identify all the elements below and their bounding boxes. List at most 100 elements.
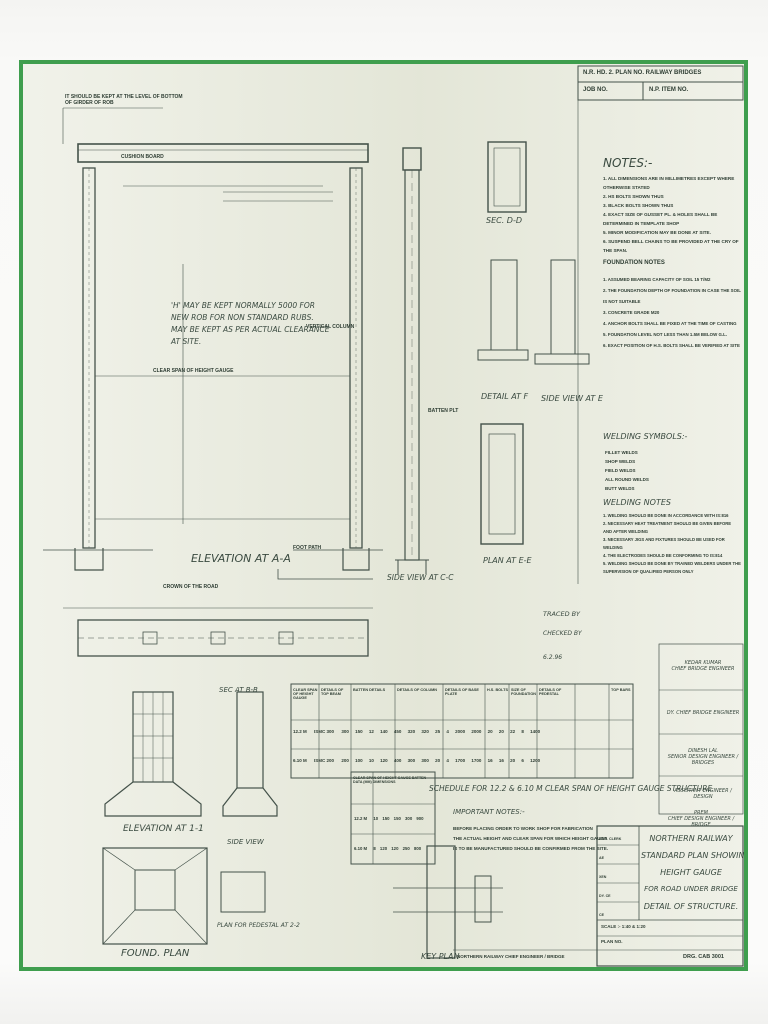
schedule-row: 12.2 M ISMC 300 300 150 12 140 450 320 3…	[293, 729, 540, 734]
welding-symbol-row: FIELD WELDS	[605, 468, 636, 473]
schedule-header: DETAILS OF COLUMN	[397, 688, 438, 692]
stamp-labels: DRG. CLERK AE XEN DY. CE CE	[599, 830, 621, 925]
foundation-note: 6. EXACT POSITION OF H.S. BOLTS SHALL BE…	[603, 343, 740, 348]
welding-symbol-row: SHOP WELDS	[605, 459, 636, 464]
welding-symbol-row: FILLET WELDS	[605, 450, 638, 455]
signature-role: CHIEF DESIGN ENGINEER / BRIDGE	[667, 816, 735, 828]
plan-ee-title: PLAN AT E-E	[483, 556, 532, 565]
job-number: JOB NO.	[583, 87, 608, 93]
schedule-header: DETAILS OF BASE PLATE	[445, 688, 479, 696]
schedule-header: TOP BARS	[611, 688, 631, 692]
detail-f-title: DETAIL AT F	[481, 392, 529, 401]
note-item: 2. HS BOLTS SHOWN THUS	[603, 194, 664, 199]
title-line: HEIGHT GAUGE	[660, 868, 722, 877]
signature-block: PREM CHIEF DESIGN ENGINEER / BRIDGE	[659, 810, 743, 828]
small-table-span: 6.10 M	[354, 846, 368, 851]
drawing-number: DRG. CAB 3001	[683, 954, 724, 960]
stamp-label: AE	[599, 856, 604, 860]
signature-block: DINESH LAL SENIOR DESIGN ENGINEER / BRID…	[665, 748, 741, 766]
schedule-title: SCHEDULE FOR 12.2 & 6.10 M CLEAR SPAN OF…	[429, 784, 713, 793]
welding-note: 1. WELDING SHOULD BE DONE IN ACCORDANCE …	[603, 513, 729, 518]
signature-name: KEDAR KUMAR	[684, 660, 722, 666]
note-item: 6. SUSPEND BELL CHAINS TO BE PROVIDED AT…	[603, 239, 739, 253]
cushion-board-label: CUSHION BOARD	[121, 154, 164, 160]
item-number: N.P. ITEM NO.	[649, 87, 689, 93]
small-table-header: DIMENSIONS	[372, 780, 396, 784]
foundation-note: 4. ANCHOR BOLTS SHALL BE FIXED AT THE TI…	[603, 321, 737, 326]
important-note-line: IS TO BE MANUFACTURED SHOULD BE CONFIRME…	[453, 846, 609, 851]
important-note-line: BEFORE PLACING ORDER TO WORK SHOP FOR FA…	[453, 826, 593, 831]
note-item: 1. ALL DIMENSIONS ARE IN MILLIMETRES EXC…	[603, 176, 735, 190]
welding-note: 5. WELDING SHOULD BE DONE BY TRAINED WEL…	[603, 561, 741, 574]
small-table-span: 12.2 M	[354, 816, 368, 821]
stamp-label: CE	[599, 913, 604, 917]
crown-of-road: CROWN OF THE ROAD	[163, 584, 219, 590]
foundation-note: 2. THE FOUNDATION DEPTH OF FOUNDATION IN…	[603, 288, 741, 304]
signature-name: ASSISTANT ENGINEER / DESIGN	[674, 788, 732, 800]
schedule-beam: ISMC 200	[314, 758, 335, 763]
side-view-e-title: SIDE VIEW AT E	[541, 394, 603, 403]
stamp-label: XEN	[599, 875, 607, 879]
schedule-header: DETAILS OF TOP BEAM	[321, 688, 344, 696]
clear-span-label: CLEAR SPAN OF HEIGHT GAUGE	[153, 368, 234, 374]
side-view-title: SIDE VIEW	[227, 838, 264, 846]
notes-title: NOTES:-	[603, 156, 653, 170]
small-table-cells: 10 150 150 300 900	[373, 816, 424, 821]
welding-note: 2. NECESSARY HEAT TREATMENT SHOULD BE GI…	[603, 521, 732, 534]
engineering-drawing	[43, 65, 744, 967]
drawing-sheet: N.R. HD. 2. PLAN NO. RAILWAY BRIDGES JOB…	[23, 64, 744, 967]
found-plan-title: FOUND. PLAN	[121, 948, 190, 959]
small-table-cells: 8 120 120 250 800	[373, 846, 422, 851]
schedule-cells: 200 100 10 120 400 300 300 20 4 1700 170…	[341, 758, 541, 763]
small-table-header: BATTEN DATA (MM)	[353, 776, 427, 784]
foundation-notes-title: FOUNDATION NOTES	[603, 260, 665, 266]
notes-list: 1. ALL DIMENSIONS ARE IN MILLIMETRES EXC…	[603, 174, 741, 255]
top-left-note: IT SHOULD BE KEPT AT THE LEVEL OF BOTTOM…	[65, 94, 183, 106]
elevation-aa-title: ELEVATION AT A-A	[191, 552, 291, 565]
important-notes-text: BEFORE PLACING ORDER TO WORK SHOP FOR FA…	[453, 824, 608, 854]
signature-block: KEDAR KUMAR CHIEF BRIDGE ENGINEER	[665, 660, 741, 672]
small-table-header: CLEAR SPAN OF HEIGHT GAUGE	[353, 776, 411, 780]
sec-dd-title: SEC. D-D	[486, 216, 523, 225]
welding-symbols-title: WELDING SYMBOLS:-	[603, 432, 688, 441]
elevation-11-title: ELEVATION AT 1-1	[123, 824, 204, 834]
foundation-note: 3. CONCRETE GRADE M20	[603, 310, 660, 315]
schedule-span: 6.10 M	[293, 758, 307, 763]
signature-role: SENIOR DESIGN ENGINEER / BRIDGES	[667, 754, 739, 766]
signature-name: PREM	[694, 810, 708, 816]
footer-label: NORTHERN RAILWAY CHIEF ENGINEER / BRIDGE	[457, 954, 565, 959]
schedule-header: DETAILS OF PEDESTAL	[539, 688, 562, 696]
plan-number-header: N.R. HD. 2. PLAN NO. RAILWAY BRIDGES	[583, 70, 702, 76]
schedule-header: CLEAR SPAN OF HEIGHT GAUGE	[293, 688, 318, 700]
small-table-headers: CLEAR SPAN OF HEIGHT GAUGE BATTEN DATA (…	[353, 776, 433, 784]
welding-symbols-list: FILLET WELDS SHOP WELDS FIELD WELDS ALL …	[605, 448, 649, 493]
welding-note: 4. THE ELECTRODES SHOULD BE CONFORMING T…	[603, 553, 723, 558]
note-item: 4. EXACT SIZE OF GUSSET PL. & HOLES SHAL…	[603, 212, 718, 226]
small-table-row: 12.2 M 10 150 150 300 900	[354, 816, 424, 821]
signature-block: DY. CHIEF BRIDGE ENGINEER	[665, 710, 741, 716]
checked-by: CHECKED BY	[543, 630, 582, 637]
stamp-label: DY. CE	[599, 894, 611, 898]
foundation-notes-list: 1. ASSUMED BEARING CAPACITY OF SOIL 15 T…	[603, 274, 741, 351]
title-line: DETAIL OF STRUCTURE.	[643, 902, 739, 911]
batten-label: BATTEN PLT	[428, 408, 459, 414]
traced-by: TRACED BY	[543, 610, 580, 618]
foot-path-label: FOOT PATH	[293, 545, 322, 551]
height-note: 'H' MAY BE KEPT NORMALLY 5000 FOR NEW RO…	[171, 301, 330, 346]
schedule-beam: ISMC 300	[314, 729, 335, 734]
schedule-header: BATTEN DETAILS	[353, 688, 386, 692]
welding-notes-list: 1. WELDING SHOULD BE DONE IN ACCORDANCE …	[603, 512, 741, 576]
welding-symbol-row: ALL ROUND WELDS	[605, 477, 649, 482]
title-line: FOR ROAD UNDER BRIDGE	[644, 885, 738, 893]
traced-date: 6.2.96	[543, 654, 563, 661]
signature-name: DY. CHIEF BRIDGE ENGINEER	[666, 710, 740, 716]
schedule-span: 12.2 M	[293, 729, 307, 734]
welding-note: 3. NECESSARY JIGS AND FIXTURES SHOULD BE…	[603, 537, 725, 550]
schedule-row: 6.10 M ISMC 200 200 100 10 120 400 300 3…	[293, 758, 540, 763]
stamp-label: DRG. CLERK	[599, 837, 622, 841]
key-plan-title: KEY PLAN	[421, 952, 460, 961]
signature-role: CHIEF BRIDGE ENGINEER	[671, 666, 735, 672]
plan-no-label: PLAN NO.	[601, 939, 623, 944]
plan-pedestal-title: PLAN FOR PEDESTAL AT 2-2	[217, 922, 300, 929]
